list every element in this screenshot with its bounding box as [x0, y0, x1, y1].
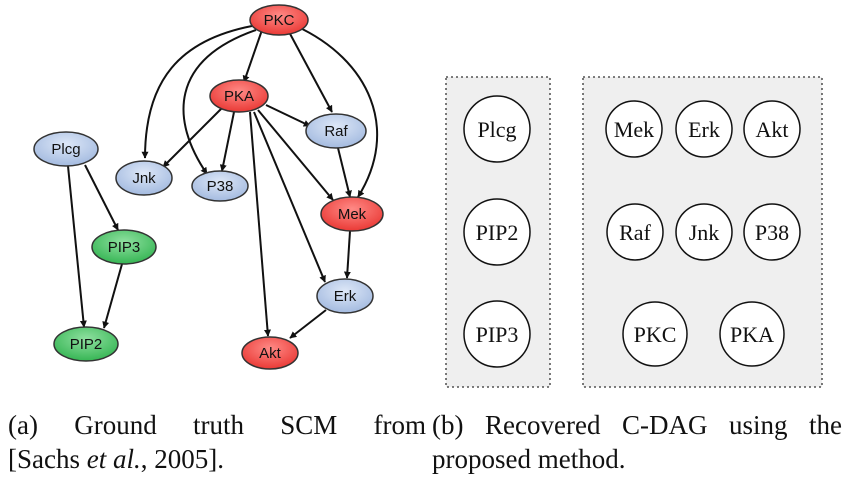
node-label: Akt — [259, 345, 282, 362]
node-raf: Raf — [305, 113, 367, 149]
caption-b-line-1: (b) Recovered C-DAG using the — [432, 410, 842, 440]
node-akt: Akt — [241, 336, 299, 370]
node-mek: Mek — [320, 196, 384, 232]
edge-pka-p38 — [219, 111, 235, 172]
caption-a-citation-etal: et al. — [86, 444, 141, 474]
edge-mek-erk — [343, 230, 351, 279]
node-label: PKC — [264, 12, 295, 29]
cdag-node-pip3: PIP3 — [463, 300, 531, 368]
cdag-node-erk: Erk — [675, 100, 733, 158]
cdag-node-p38: P38 — [743, 203, 801, 261]
node-label: Akt — [756, 117, 789, 142]
edge-raf-mek — [337, 147, 352, 198]
node-label: PKA — [224, 88, 254, 105]
node-jnk: Jnk — [115, 160, 173, 196]
caption-a-citation-post: , 2005]. — [140, 444, 224, 474]
edge-pkc-mek — [295, 25, 379, 198]
node-label: Jnk — [132, 170, 156, 187]
caption-a-line-2: [Sachs et al., 2005]. — [8, 442, 426, 476]
cdag-node-pip2: PIP2 — [463, 198, 531, 266]
node-label: Plcg — [51, 141, 80, 158]
cdag-node-raf: Raf — [606, 203, 664, 261]
cdag-node-jnk: Jnk — [675, 203, 733, 261]
node-pip3: PIP3 — [91, 229, 157, 265]
caption-b: (b) Recovered C-DAG using the proposed m… — [432, 408, 842, 476]
node-p38: P38 — [191, 170, 249, 202]
node-label: PIP3 — [108, 239, 141, 256]
edge-pkc-jnk — [141, 25, 253, 159]
node-label: Raf — [324, 123, 348, 140]
node-label: Mek — [614, 117, 654, 142]
edge-pka-jnk — [162, 107, 223, 168]
node-pip2: PIP2 — [53, 326, 119, 362]
node-label: PIP2 — [70, 336, 103, 353]
edge-erk-akt — [289, 309, 327, 339]
node-label: Jnk — [689, 220, 720, 245]
figure-canvas: PKC PKA Raf Plcg Jnk P38 Mek PIP3 — [33, 4, 823, 388]
ground-truth-scm-graph: PKC PKA Raf Plcg Jnk P38 Mek PIP3 — [33, 4, 384, 370]
recovered-cdag-graph: Plcg PIP2 PIP3 Mek Erk Akt Raf Jn — [445, 76, 823, 388]
edge-plcg-pip3 — [84, 164, 119, 231]
cdag-node-pkc: PKC — [622, 301, 688, 367]
node-label: PKC — [634, 322, 677, 347]
node-label: Plcg — [477, 117, 516, 142]
node-label: Erk — [334, 288, 357, 305]
edge-pip3-pip2 — [102, 263, 123, 329]
edge-pka-mek — [257, 109, 334, 201]
node-label: PIP3 — [476, 322, 519, 347]
edge-pka-erk — [253, 111, 326, 283]
node-label: PKA — [730, 322, 774, 347]
caption-a: (a) Ground truth SCM from [Sachs et al.,… — [8, 408, 426, 476]
edge-pka-raf — [265, 104, 311, 127]
cdag-node-pka: PKA — [719, 301, 785, 367]
caption-b-line-2: proposed method. — [432, 444, 626, 474]
caption-a-citation-pre: [Sachs — [8, 444, 87, 474]
edge-plcg-pip2 — [67, 165, 87, 328]
node-label: PIP2 — [476, 220, 519, 245]
node-label: P38 — [207, 178, 234, 195]
edge-pkc-p38 — [182, 29, 257, 175]
node-label: Raf — [619, 220, 651, 245]
edge-pkc-raf — [287, 29, 333, 113]
edge-pka-akt — [249, 111, 271, 337]
node-pka: PKA — [209, 79, 269, 113]
cdag-node-mek: Mek — [605, 100, 663, 158]
node-label: Erk — [688, 117, 720, 142]
node-label: P38 — [755, 220, 789, 245]
node-label: Mek — [338, 206, 367, 223]
cdag-node-akt: Akt — [743, 100, 801, 158]
cdag-node-plcg: Plcg — [463, 95, 531, 163]
node-pkc: PKC — [249, 4, 309, 36]
edge-pkc-pka — [242, 29, 263, 83]
caption-a-line-1: (a) Ground truth SCM from — [8, 410, 426, 440]
node-plcg: Plcg — [33, 131, 99, 167]
node-erk: Erk — [316, 278, 374, 314]
